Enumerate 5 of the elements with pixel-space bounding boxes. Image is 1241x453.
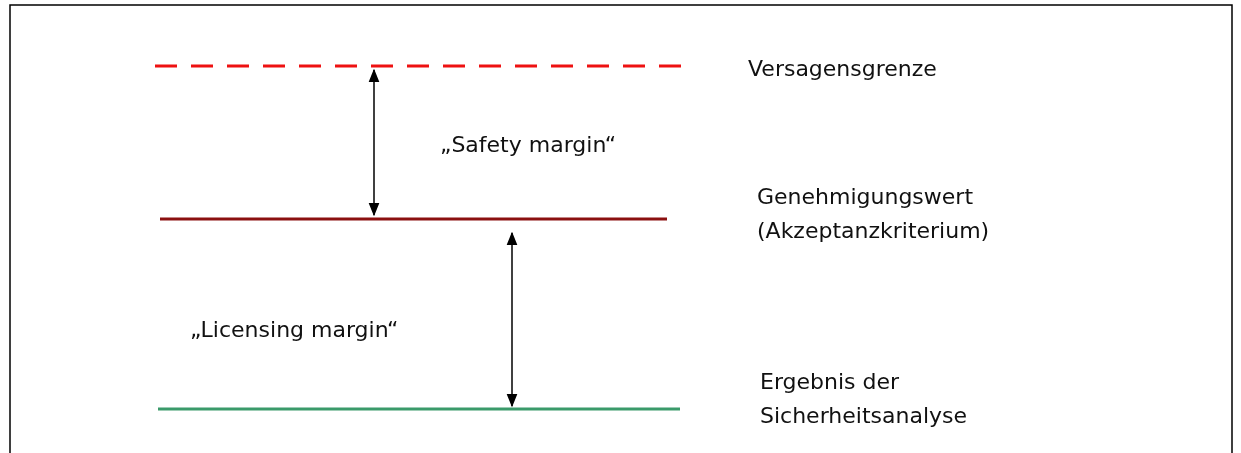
- margin-label: „Licensing margin“: [190, 316, 399, 344]
- limit-label: Versagensgrenze: [748, 55, 937, 83]
- margin-label: „Safety margin“: [440, 131, 617, 159]
- result-label: Ergebnis der Sicherheitsanalyse: [760, 368, 969, 430]
- limit-label: Genehmigungswert (Akzeptanzkriterium): [757, 183, 991, 245]
